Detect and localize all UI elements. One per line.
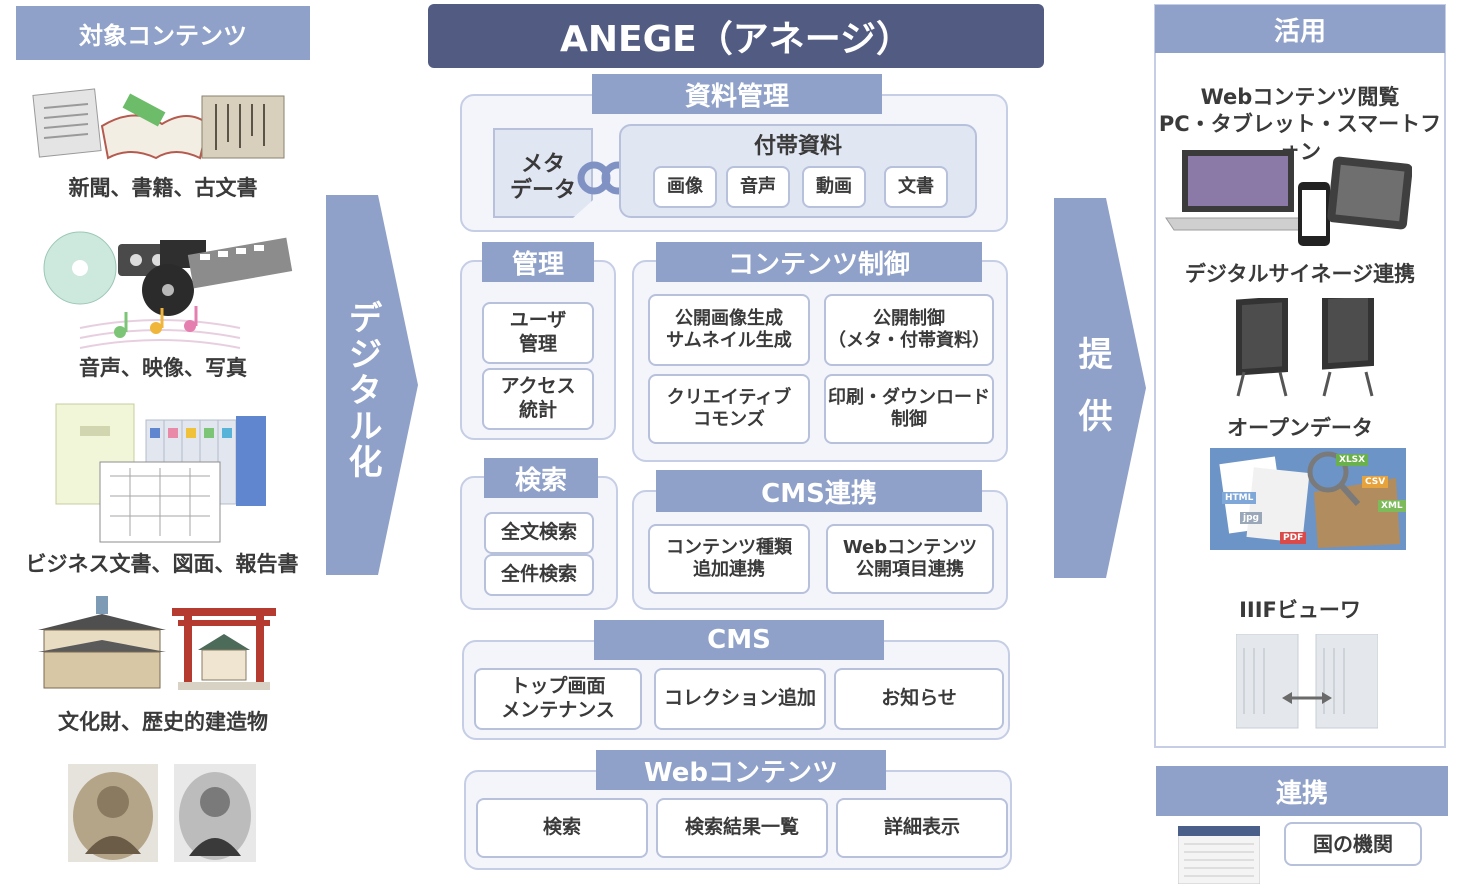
center-title: ANEGE（アネージ） — [428, 4, 1044, 68]
digitize-label: デジタル化 — [342, 300, 382, 480]
futai-header: 付帯資料 — [753, 134, 842, 159]
renkei-header: 連携 — [1156, 766, 1448, 816]
cms-renkei-web: Webコンテンツ 公開項目連携 — [826, 524, 994, 594]
tag-pdf: PDF — [1280, 532, 1307, 544]
right-header: 活用 — [1155, 5, 1445, 53]
left-item-cultural: 文化財、歴史的建造物 — [58, 710, 268, 734]
cms-header: CMS — [594, 620, 884, 660]
tag-xml: XML — [1378, 500, 1406, 512]
left-header: 対象コンテンツ — [16, 6, 310, 60]
iiif-viewer-icon — [1236, 634, 1378, 729]
right-signage: デジタルサイネージ連携 — [1184, 262, 1416, 286]
kensaku-fulltext: 全文検索 — [484, 512, 594, 554]
kuni-box: 国の機関 — [1284, 822, 1422, 866]
seigyo-print-download: 印刷・ダウンロード 制御 — [824, 374, 994, 444]
right-opendata: オープンデータ — [1227, 416, 1373, 440]
web-results: 検索結果一覧 — [656, 798, 828, 858]
meta-data-sheet — [493, 128, 593, 218]
cms-renkei-type: コンテンツ種類 追加連携 — [648, 524, 810, 594]
tag-xlsx: XLSX — [1336, 454, 1369, 466]
portrait-photo-icon — [68, 764, 256, 862]
kanri-access-stats: アクセス 統計 — [482, 368, 594, 430]
provide-label: 提供 — [1072, 336, 1112, 460]
devices-icon — [1165, 150, 1412, 246]
left-item-business: ビジネス文書、図面、報告書 — [25, 552, 299, 576]
right-iiif: IIIFビューワ — [1239, 598, 1361, 622]
cms-top-maintenance: トップ画面 メンテナンス — [474, 668, 642, 730]
seigyo-creative-commons: クリエイティブ コモンズ — [648, 374, 810, 444]
shiryou-header: 資料管理 — [592, 74, 882, 114]
digitize-arrow-icon — [326, 195, 418, 575]
web-search: 検索 — [476, 798, 648, 858]
kensaku-all: 全件検索 — [484, 554, 594, 596]
seigyo-publish-control: 公開制御 （メタ・付帯資料） — [824, 294, 994, 366]
media-icon — [43, 231, 293, 349]
right-panel — [1154, 4, 1446, 748]
seigyo-image-gen: 公開画像生成 サムネイル生成 — [648, 294, 810, 366]
signage-icon — [1236, 298, 1374, 397]
kanri-header: 管理 — [482, 242, 594, 282]
left-item-documents: 新聞、書籍、古文書 — [68, 176, 258, 200]
web-detail: 詳細表示 — [836, 798, 1008, 858]
tag-csv: CSV — [1362, 476, 1389, 488]
meta-data-label: メタ データ — [509, 152, 576, 204]
left-item-media: 音声、映像、写真 — [79, 356, 247, 380]
agency-site-thumbnail-icon — [1178, 826, 1260, 884]
futai-item-video: 動画 — [802, 166, 866, 208]
right-web-title: Webコンテンツ閲覧 PC・タブレット・スマートフォン — [1158, 85, 1442, 164]
tag-jpg: jpg — [1240, 512, 1262, 524]
seigyo-header: コンテンツ制御 — [656, 242, 982, 282]
kanri-user-management: ユーザ 管理 — [482, 302, 594, 364]
provide-arrow-icon — [1054, 198, 1146, 578]
cms-notice: お知らせ — [834, 668, 1004, 730]
building-icon — [38, 596, 276, 690]
futai-item-audio: 音声 — [726, 166, 790, 208]
futai-item-image: 画像 — [653, 166, 717, 208]
opendata-image: XLSX CSV XML HTML jpg PDF — [1210, 448, 1406, 550]
tag-html: HTML — [1222, 492, 1257, 504]
kensaku-header: 検索 — [484, 458, 598, 498]
cms-renkei-header: CMS連携 — [656, 470, 982, 512]
web-header: Webコンテンツ — [596, 750, 886, 790]
binder-drawing-icon — [55, 403, 266, 543]
cms-collection-add: コレクション追加 — [654, 668, 826, 730]
futai-item-document: 文書 — [884, 166, 948, 208]
newspaper-book-icon — [32, 88, 285, 160]
